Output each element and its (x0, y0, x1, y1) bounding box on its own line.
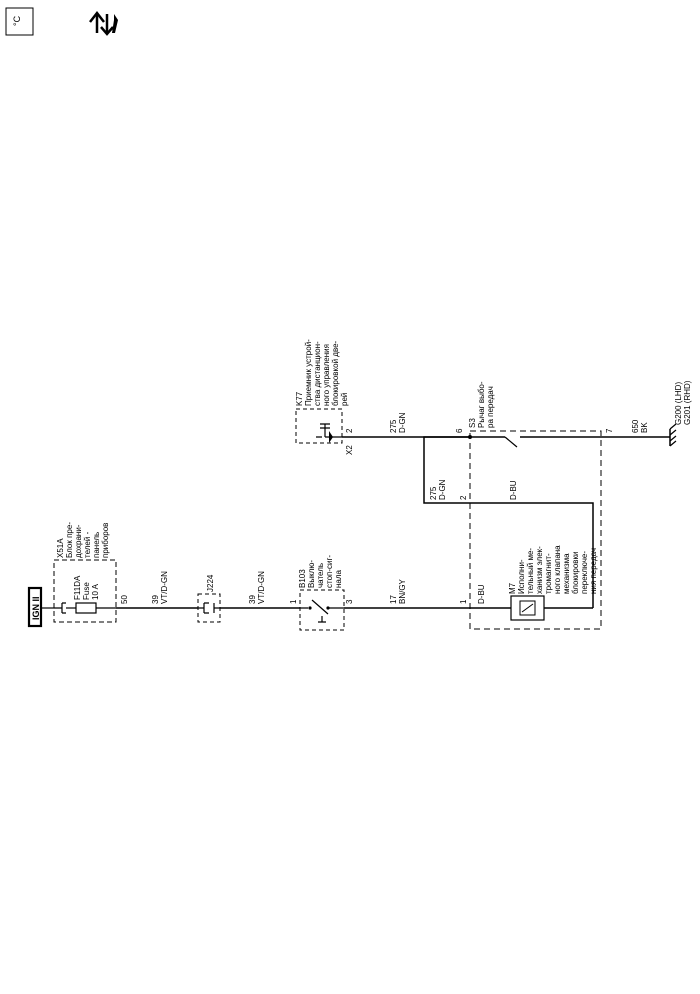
fuse-f11da: F11DA Fuse 10 A 50 (54, 575, 129, 614)
wire-w2-color: VT/D-GN (257, 571, 266, 604)
wire-w4-color: D-GN (398, 412, 407, 433)
lever-s3-line-1: Рычаг выбо- (477, 381, 486, 428)
fuse-rating: 10 A (91, 583, 100, 600)
ground-label-lhd: G200 (LHD) (674, 382, 683, 425)
svg-text:механизма: механизма (562, 553, 571, 594)
wire-w3-circuit: 17 (389, 595, 398, 604)
fuse-block-x51a: X51A Блок пре- дохрани- телей - панель п… (53, 522, 117, 623)
solenoid-m7-id: M7 (508, 582, 517, 594)
svg-text:ного клапана: ного клапана (553, 545, 562, 594)
fuse-block-id: X51A (56, 538, 65, 558)
switch-b103-id: B103 (298, 569, 307, 588)
solenoid-m7: 1 M7 Исполни- тельный ме- ханизм элек- т… (459, 545, 598, 621)
lever-s3: 6 7 S3 Рычаг выбо- ра передач (455, 381, 614, 448)
updown-tools-icon[interactable] (89, 10, 118, 36)
receiver-k77-pin: 2 (345, 428, 354, 433)
svg-text:ного управления: ного управления (322, 344, 331, 406)
solenoid-m7-pin: 1 (459, 599, 468, 604)
fuse-block-description: Блок пре- дохрани- телей - панель прибор… (65, 522, 110, 558)
svg-text:тельный ме-: тельный ме- (526, 548, 535, 594)
svg-text:телей -: телей - (83, 531, 92, 558)
wire-w7-color: D-BU (509, 480, 518, 500)
svg-text:Выклю-: Выклю- (307, 560, 316, 588)
svg-text:панель: панель (92, 532, 101, 558)
svg-text:приборов: приборов (101, 523, 110, 558)
svg-text:блокировки: блокировки (571, 551, 580, 594)
svg-text:стоп-сиг-: стоп-сиг- (325, 555, 334, 588)
wire-w5-color: D-GN (438, 479, 447, 500)
switch-b103-pin-in: 1 (289, 599, 298, 604)
svg-text:Блок пре-: Блок пре- (65, 522, 74, 558)
wire-w1-color: VT/D-GN (160, 571, 169, 604)
power-source-label: IGN II (31, 596, 41, 620)
wire-w7 (470, 502, 594, 608)
fuse-pin: 50 (120, 595, 129, 604)
svg-text:ханизм элек-: ханизм элек- (535, 546, 544, 594)
wire-w8-circuit: 650 (631, 419, 640, 433)
lever-s3-pin-7: 7 (605, 428, 614, 433)
svg-text:Исполни-: Исполни- (517, 559, 526, 594)
switch-b103: 1 3 B103 Выклю- чатель стоп-сиг- нала (289, 555, 354, 631)
power-source-ign-ii: IGN II (27, 586, 43, 628)
lever-s3-line-2: ра передач (486, 386, 495, 428)
svg-text:рей: рей (340, 393, 349, 406)
receiver-k77: X2 2 K77 Приемник устрой- ства дистанцио… (295, 339, 354, 455)
wire-w4-circuit: 275 (389, 419, 398, 433)
wire-w5-circuit: 275 (429, 486, 438, 500)
solenoid-m7-description: Исполни- тельный ме- ханизм элек- тромаг… (517, 545, 598, 594)
svg-text:переключе-: переключе- (580, 551, 589, 594)
receiver-k77-id: K77 (295, 391, 304, 406)
svg-text:нала: нала (334, 569, 343, 588)
svg-text:чатель: чатель (316, 563, 325, 588)
receiver-k77-description: Приемник устрой- ства дистанцион- ного у… (304, 339, 349, 406)
wire-w8-color: BK (640, 422, 649, 433)
wire-w3-color: BN/GY (398, 578, 407, 604)
wire-w6-color: D-BU (477, 584, 486, 604)
svg-text:дохрани-: дохрани- (74, 524, 83, 558)
receiver-k77-connector: X2 (345, 445, 354, 455)
lever-s3-pin-6: 6 (455, 428, 464, 433)
junction-id: J224 (206, 574, 215, 592)
switch-b103-pin-out: 3 (345, 599, 354, 604)
svg-text:блокировкой две-: блокировкой две- (331, 340, 340, 406)
svg-text:тромагнит-: тромагнит- (544, 553, 553, 594)
switch-b103-description: Выклю- чатель стоп-сиг- нала (307, 555, 343, 588)
wire-w1-circuit: 39 (151, 595, 160, 604)
svg-text:ства дистанцион-: ства дистанцион- (313, 341, 322, 406)
ground-label-rhd: G201 (RHD) (683, 380, 692, 425)
fuse-name: Fuse (82, 582, 91, 600)
svg-text:Приемник устрой-: Приемник устрой- (304, 339, 313, 406)
lever-s3-box (469, 430, 602, 630)
temperature-icon-text: °C (12, 15, 22, 26)
ground-g200: G200 (LHD) G201 (RHD) (669, 380, 692, 447)
junction-j224: J224 (197, 574, 221, 623)
lever-s3-id: S3 (468, 418, 477, 428)
fuse-id: F11DA (73, 575, 82, 600)
wire-w2-circuit: 39 (248, 595, 257, 604)
lever-s3-pin-2: 2 (459, 495, 468, 500)
temperature-icon[interactable]: °C (5, 7, 34, 36)
